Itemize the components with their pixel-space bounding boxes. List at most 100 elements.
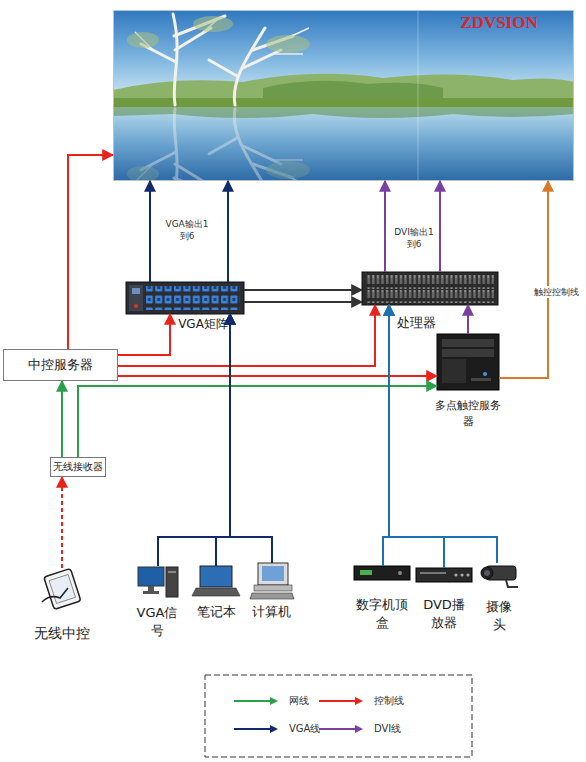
legend-item: DVI线	[318, 722, 401, 736]
signal-connector	[158, 314, 230, 566]
signal-connector	[61, 381, 63, 457]
set-top-box-icon	[398, 571, 402, 575]
video-wall-image	[127, 14, 310, 105]
computer-icon	[258, 563, 288, 585]
touch-server-device	[471, 378, 491, 381]
processor-device	[362, 272, 498, 305]
video-wall-image	[418, 10, 419, 181]
touch-server-device	[442, 359, 466, 383]
edge-label: 触控控制线	[528, 286, 584, 298]
video-wall-image	[113, 98, 574, 108]
touch-server-device	[437, 334, 499, 390]
video-wall: ZDVSION	[113, 10, 574, 181]
camera: 摄像 头	[480, 563, 518, 589]
legend-line-sample	[318, 723, 364, 735]
wireless-tablet-icon	[44, 568, 81, 609]
signal-connector	[149, 181, 151, 282]
device-label: 计算机	[241, 604, 301, 621]
device-label: 处理器	[394, 315, 438, 332]
device-label: VGA信 号	[135, 604, 179, 640]
device-label: 摄像 头	[484, 598, 514, 634]
wireless-receiver-box: 无线接收器	[50, 457, 106, 477]
signal-connector	[227, 181, 229, 282]
video-wall-image	[113, 107, 574, 118]
dvd-player-icon	[460, 573, 463, 576]
signal-connector	[118, 314, 170, 355]
laptop-icon	[192, 588, 240, 596]
wireless-tablet-icon	[44, 568, 81, 609]
signal-connector	[230, 314, 272, 563]
legend-line-sample	[233, 723, 279, 735]
signal-connector	[61, 477, 63, 568]
device-label: 多点触控服务 器	[433, 398, 503, 430]
wireless-controller: 无线中控	[40, 568, 85, 606]
set-top-box-icon	[354, 566, 410, 580]
signal-connector	[244, 289, 362, 291]
legend-line-sample	[234, 700, 271, 702]
vga-matrix-device	[134, 304, 138, 308]
device-label: 笔记本	[186, 604, 246, 621]
vga-matrix-device	[129, 285, 143, 311]
computer-icon	[250, 563, 294, 599]
signal-connector	[216, 314, 230, 566]
dvd-player-icon	[466, 573, 469, 576]
laptop: 笔记本	[192, 566, 240, 596]
video-wall-image	[141, 14, 293, 105]
legend-line-sample	[234, 728, 271, 730]
legend-arrow-head	[270, 725, 278, 733]
vga-matrix: VGA矩阵	[126, 282, 244, 314]
legend-line-sample	[319, 728, 356, 730]
signal-connector	[118, 375, 437, 377]
processor-device	[366, 275, 494, 289]
legend-text: 控制线	[374, 695, 404, 706]
wireless-tablet-icon	[49, 574, 75, 603]
legend-text: DVI线	[374, 723, 401, 734]
wireless-tablet-icon	[42, 588, 68, 602]
legend-line-sample	[318, 695, 364, 707]
control-server-box: 中控服务器	[3, 349, 118, 381]
vga-source-icon	[148, 586, 154, 591]
dvd-player-icon	[416, 568, 472, 582]
camera-icon	[484, 570, 490, 576]
vga-source-icon	[143, 591, 159, 594]
laptop-icon	[192, 566, 240, 596]
vga-matrix-device	[126, 282, 244, 314]
computer-icon	[250, 593, 294, 599]
camera-icon	[481, 567, 493, 579]
signal-connector	[467, 305, 469, 334]
touch-server-device	[442, 349, 494, 357]
legend-text: 网线	[289, 695, 309, 706]
video-wall-image	[113, 10, 574, 181]
signal-connector	[68, 155, 113, 349]
legend-item: 控制线	[318, 694, 404, 708]
touch-server-device	[483, 372, 487, 376]
signal-connector	[389, 305, 444, 568]
legend-text: VGA线	[289, 723, 320, 734]
signal-connector	[244, 301, 362, 303]
box-label: 中控服务器	[4, 350, 117, 380]
dvd-player-icon	[420, 572, 446, 574]
dvd-player-icon	[416, 568, 472, 582]
touch-server: 多点触控服务 器	[437, 334, 499, 390]
signal-connector	[118, 305, 375, 366]
computer-icon	[262, 566, 284, 581]
signal-connector	[439, 181, 441, 272]
set-top-box-icon	[354, 566, 410, 580]
device-label: VGA矩阵	[173, 317, 233, 333]
legend-item: VGA线	[233, 722, 320, 736]
legend-frame	[205, 675, 472, 757]
edge-label: VGA输出1 到6	[163, 218, 211, 242]
device-label: DVD播 放器	[421, 596, 467, 632]
video-wall-image	[127, 16, 310, 53]
vga-source-icon	[168, 571, 176, 573]
signal-connector	[383, 305, 389, 566]
box-label: 无线接收器	[51, 458, 105, 476]
computer-icon	[254, 585, 292, 591]
brand-logo: ZDVSION	[426, 12, 572, 34]
vga-source: VGA信 号	[138, 566, 178, 598]
computer: 计算机	[250, 563, 294, 599]
